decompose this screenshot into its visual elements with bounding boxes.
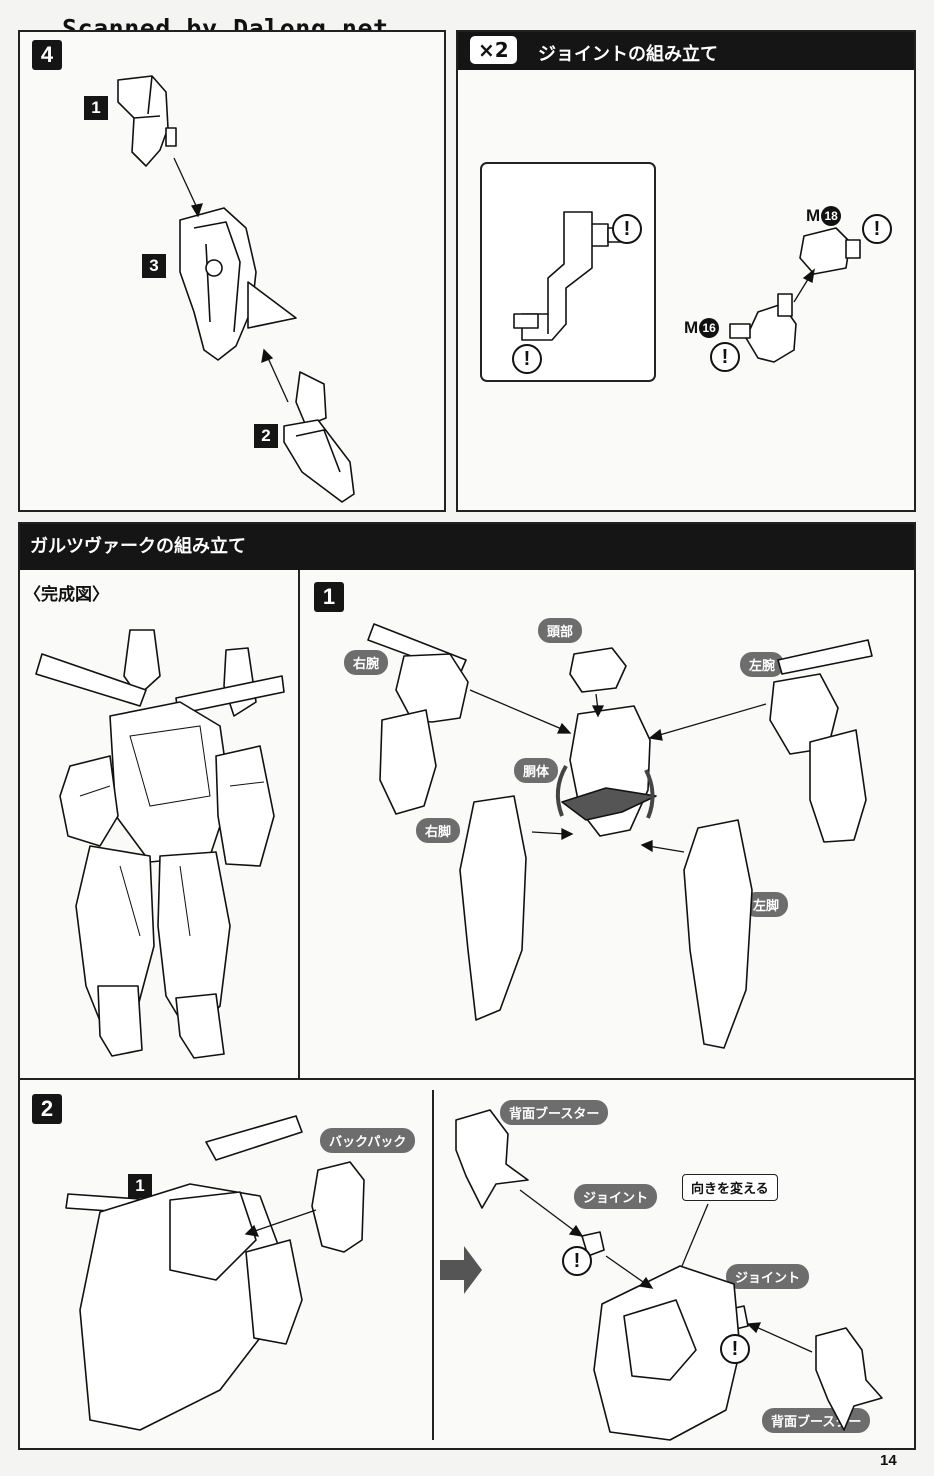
- warning-icon: !: [862, 214, 892, 244]
- step-number: 2: [32, 1094, 62, 1124]
- assembly-section-title: ガルツヴァークの組み立て: [30, 536, 246, 557]
- label-head: 頭部: [538, 618, 583, 643]
- part-number-1: 1: [84, 96, 108, 120]
- joint-detail-inset: ! !: [480, 162, 656, 382]
- change-direction-callout: 向きを変える: [682, 1174, 778, 1201]
- joint-section-title: ジョイントの組み立て: [538, 44, 718, 65]
- warning-icon: !: [562, 1246, 592, 1276]
- part-number-1: 1: [128, 1174, 152, 1198]
- joint-parts-illustration: [458, 32, 914, 510]
- step4-panel: 4 1 3 2: [18, 30, 446, 512]
- multiplier-badge: ×2: [470, 36, 517, 64]
- completed-robot-illustration: [20, 606, 298, 1076]
- completed-view-cell: 〈完成図〉: [20, 570, 300, 1080]
- step-number: 1: [314, 582, 344, 612]
- label-torso: 胴体: [514, 758, 559, 783]
- joint-section-header: ×2 ジョイントの組み立て: [458, 32, 914, 70]
- label-left-arm: 左腕: [740, 652, 785, 677]
- step2-cell: 2 1 バックパック 背面ブースター ジョイント 向きを変える ジョイント 背面…: [20, 1080, 914, 1448]
- label-right-arm: 右腕: [344, 650, 389, 675]
- completed-view-label: 〈完成図〉: [24, 585, 109, 605]
- label-joint-bottom: ジョイント: [726, 1264, 810, 1289]
- warning-icon: !: [710, 342, 740, 372]
- assembly-section-header: ガルツヴァークの組み立て: [20, 524, 914, 570]
- part-number-2: 2: [254, 424, 278, 448]
- step1-cell: 1 頭部 右腕 左腕 胴体 右脚 左脚: [300, 570, 914, 1080]
- warning-icon: !: [512, 344, 542, 374]
- page-number: 14: [880, 1452, 897, 1469]
- warning-icon: !: [720, 1334, 750, 1364]
- label-backpack: バックパック: [320, 1128, 416, 1153]
- step1-illustration: [300, 570, 914, 1078]
- step-number: 4: [32, 40, 62, 70]
- label-back-booster-top: 背面ブースター: [500, 1100, 609, 1125]
- part-number-3: 3: [142, 254, 166, 278]
- assembly-section: ガルツヴァークの組み立て 〈完成図〉 1 頭: [18, 522, 916, 1450]
- step2-illustration: [20, 1080, 914, 1448]
- warning-icon: !: [612, 214, 642, 244]
- label-right-leg: 右脚: [416, 818, 461, 843]
- leg-parts-illustration: [20, 32, 444, 510]
- label-joint-top: ジョイント: [574, 1184, 658, 1209]
- step2-divider: [432, 1090, 434, 1440]
